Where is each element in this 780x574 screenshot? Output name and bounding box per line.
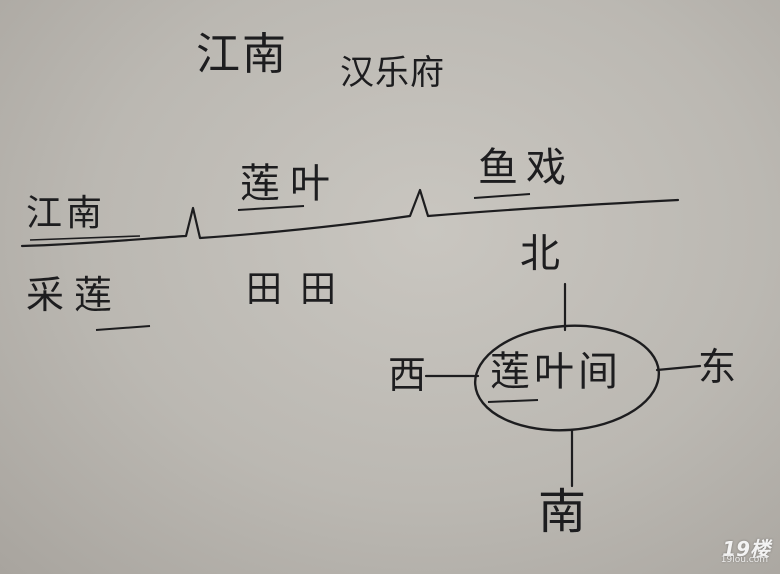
compass-east: 东 [698,345,737,389]
label-jiangnan: 江南 [26,193,107,234]
underline-yuxi [473,193,531,199]
underline-lianye [237,205,305,211]
subtitle-text: 汉乐府 [340,53,445,93]
compass-north: 北 [520,231,560,277]
compass-west: 西 [388,353,427,397]
title-text: 江南 [196,29,288,80]
underline-cailian [95,325,151,331]
center-circle [473,324,661,432]
watermark-url: 19lou.com [720,555,768,565]
compass-center: 莲叶间 [490,349,622,395]
label-tiantian: 田田 [246,269,355,310]
wavy-line [20,188,680,248]
underline-jiangnan [29,235,141,241]
site-watermark: 19楼 19lou.com [720,533,770,565]
label-yuxi: 鱼戏 [478,145,574,191]
label-cailian: 采莲 [26,273,123,317]
watermark-logo: 19楼 [722,537,770,561]
underline-lianyejian [487,399,539,403]
label-lianye: 莲叶 [240,161,340,207]
compass-south: 南 [538,484,587,540]
stem-east [655,364,702,372]
